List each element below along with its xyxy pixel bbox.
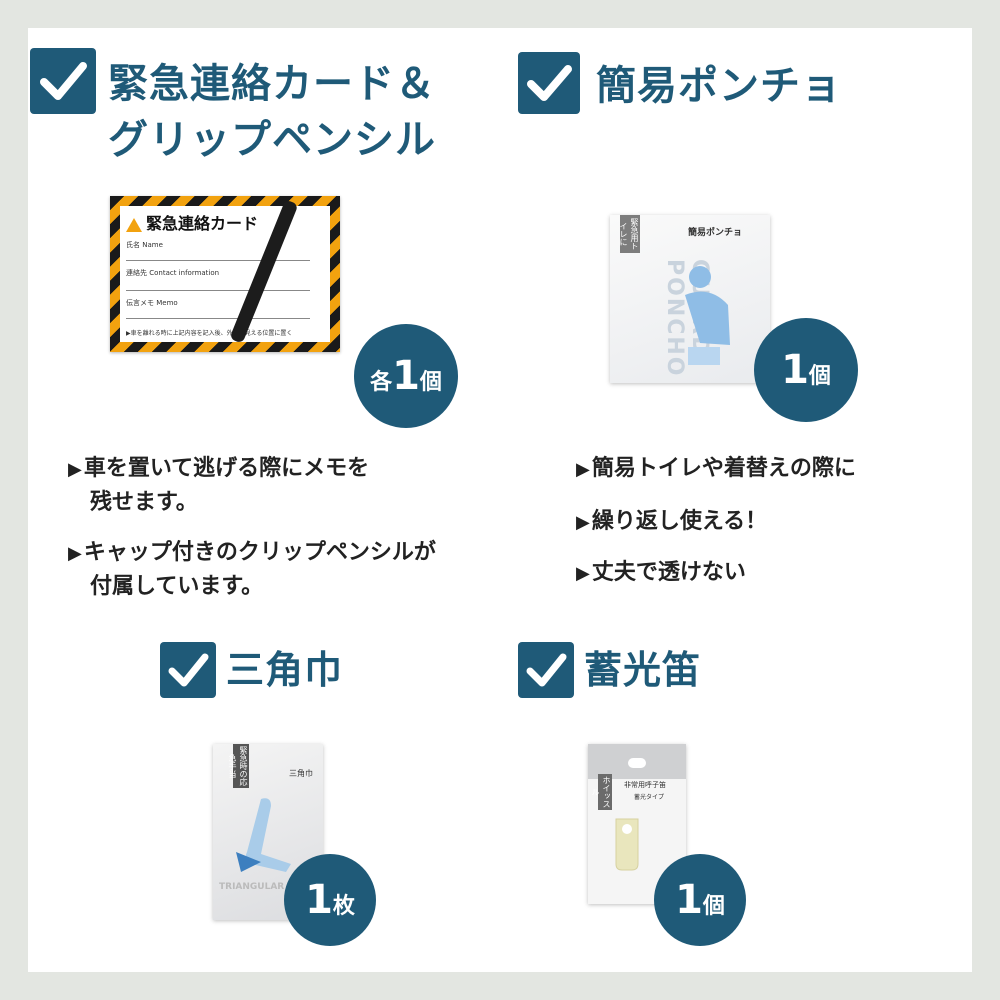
warning-icon xyxy=(126,217,142,232)
checkbox-icon-poncho xyxy=(518,52,580,114)
quantity-badge-bandage: 1枚 xyxy=(284,854,376,946)
heading-whistle: 蓄光笛 xyxy=(584,648,702,692)
quantity-badge-whistle: 1個 xyxy=(654,854,746,946)
card-field-name: 氏名 Name xyxy=(126,241,163,249)
heading-emergency-card: 緊急連絡カード＆ グリップペンシル xyxy=(108,56,436,168)
bullet-card-1: ▶車を置いて逃げる際にメモを 残せます。 xyxy=(68,456,370,515)
content-panel xyxy=(28,28,972,972)
checkbox-icon-bandage xyxy=(160,642,216,698)
card-footer: ▶車を離れる時に上記内容を記入後、外から見える位置に置く xyxy=(126,330,293,337)
quantity-badge-card: 各1個 xyxy=(354,324,458,428)
bullet-poncho-1: ▶簡易トイレや着替えの際に xyxy=(576,456,856,481)
bullet-card-2: ▶キャップ付きのクリップペンシルが 付属しています。 xyxy=(68,540,436,599)
heading-line2: グリップペンシル xyxy=(108,117,436,163)
heading-poncho: 簡易ポンチョ xyxy=(596,63,842,109)
quantity-badge-poncho: 1個 xyxy=(754,318,858,422)
bullet-poncho-3: ▶丈夫で透けない xyxy=(576,560,746,585)
card-field-memo: 伝言メモ Memo xyxy=(126,299,178,307)
bullet-poncho-2: ▶繰り返し使える！ xyxy=(576,509,768,534)
card-field-contact: 連絡先 Contact information xyxy=(126,269,220,277)
heading-line1: 緊急連絡カード＆ xyxy=(108,61,436,107)
bandage-figure-icon xyxy=(236,798,291,872)
heading-bandage: 三角巾 xyxy=(226,648,344,692)
poncho-figure-icon xyxy=(685,266,730,365)
whistle-icon xyxy=(615,818,639,871)
card-title: 緊急連絡カード xyxy=(146,214,259,233)
checkbox-icon-card xyxy=(30,48,96,114)
checkbox-icon-whistle xyxy=(518,642,574,698)
poncho-pack-image: 緊急用トイレに 簡易ポンチョ GUARD PONCHO xyxy=(610,215,770,383)
emergency-card-image: 緊急連絡カード 氏名 Name 連絡先 Contact information … xyxy=(110,196,340,352)
